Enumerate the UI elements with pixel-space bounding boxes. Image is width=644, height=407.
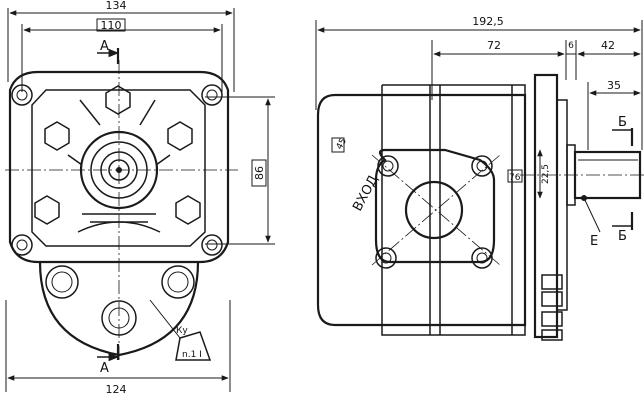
hex-bolt-upper-right (167, 121, 193, 151)
marker-box-left (331, 137, 345, 153)
side-view: 192,5 72 6 42 35 22,5 (315, 15, 644, 341)
section-label-a-bottom: A (100, 361, 109, 376)
port-bore (404, 180, 464, 240)
detail-e-label: Е (590, 234, 598, 249)
dim-shaft-length: 42 (601, 39, 615, 52)
section-label-b-top: Б (618, 115, 627, 130)
side-body-shoulders (381, 84, 526, 336)
hex-bolt-upper-left (44, 121, 70, 151)
dim-box-110 (96, 18, 126, 32)
port-bolt-right (161, 265, 195, 299)
port-diag-centerline-2 (371, 154, 501, 266)
detail-e-leader (583, 197, 601, 233)
corner-bolt-tr (201, 84, 223, 106)
surface-mark-label: Ку (176, 326, 188, 336)
dim-inner-width: 110 (101, 19, 122, 32)
body-ribs (67, 99, 171, 166)
marker-box-right (507, 169, 523, 183)
port-flange-bolt-tr (471, 155, 493, 177)
front-view: 134 110 A (5, 0, 275, 396)
port-flange-bolt-bl (375, 247, 397, 269)
hex-bolt-lower-right (175, 195, 201, 225)
surface-finish-mark: Ку n.1 I (149, 299, 212, 361)
port-flange-outline (374, 148, 496, 264)
side-body-outline (316, 93, 527, 327)
dim-base-width: 124 (106, 383, 127, 396)
dim-body-length: 72 (487, 39, 501, 52)
marker-label-left: 45 (335, 137, 349, 152)
dim-total-length: 192,5 (472, 15, 504, 28)
corner-bolt-tl (11, 84, 33, 106)
port-flange-bolt-tl (377, 155, 399, 177)
section-label-a-top: A (100, 39, 109, 54)
dim-shaft-key: 35 (607, 79, 621, 92)
surface-mark-note: n.1 I (182, 350, 202, 360)
detail-e-dot (581, 195, 587, 201)
side-bolt-stack (541, 274, 563, 341)
dim-height: 86 (253, 166, 266, 180)
corner-bolt-br (201, 234, 223, 256)
dim-flange-gap: 6 (568, 41, 574, 51)
hex-bolt-lower-left (34, 195, 60, 225)
hex-bolt-top (105, 85, 131, 115)
port-bolt-left (45, 265, 79, 299)
side-flange-plate (533, 73, 559, 339)
body-inner-outline (31, 89, 206, 247)
marker-label-right: 76 (509, 173, 521, 183)
flange-outline (8, 70, 230, 264)
section-label-b-bottom: Б (618, 229, 627, 244)
dim-overall-width: 134 (106, 0, 127, 12)
dim-box-86 (251, 159, 267, 187)
corner-bolt-bl (11, 234, 33, 256)
dim-shaft-offset: 22,5 (541, 164, 551, 184)
